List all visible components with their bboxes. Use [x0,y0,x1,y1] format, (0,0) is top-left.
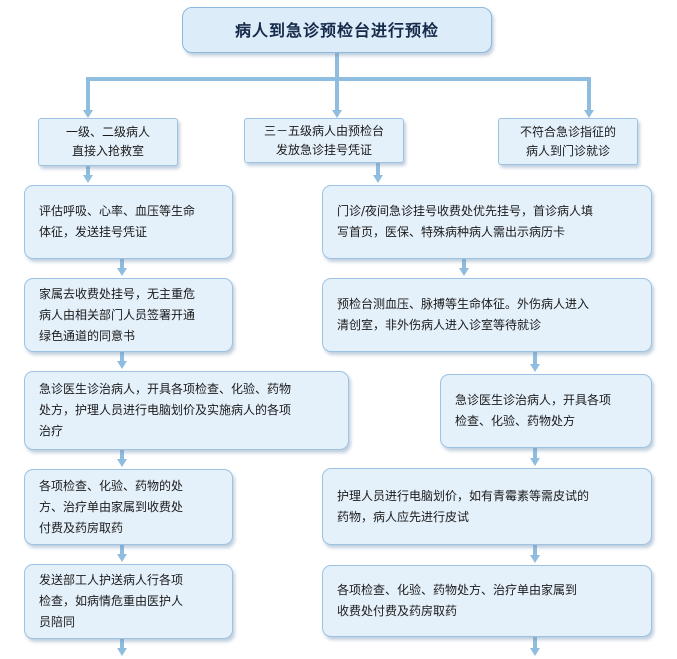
left-step-5: 发送部工人护送病人行各项 检查，如病情危重由医护人 员陪同 [24,564,233,639]
arrow-shaft [533,637,537,648]
connector-title-down [335,53,339,78]
flow-title: 病人到急诊预检台进行预检 [182,7,492,53]
arrow-middle-branch [332,110,342,118]
connector-right-drop [587,77,591,111]
arrow-shaft [376,163,380,175]
arrow-down [459,268,469,276]
arrow-down [117,554,127,562]
arrow-down [117,648,127,656]
left-step-3: 急诊医生诊治病人，开具各项检查、化验、药物 处方，护理人员进行电脑划价及实施病人… [24,371,349,450]
left-step-2: 家属去收费处挂号，无主重危 病人由相关部门人员签署开通 绿色通道的同意书 [24,278,233,352]
right-step-1: 门诊/夜间急诊挂号收费处优先挂号，首诊病人填 写首页，医保、特殊病种病人需出示病… [322,185,652,259]
right-step-2: 预检台测血压、脉搏等生命体征。外伤病人进入 清创室，非外伤病人进入诊室等待就诊 [322,278,652,352]
arrow-shaft [533,545,537,555]
arrow-down [530,458,540,466]
right-step-3: 急诊医生诊治病人，开具各项 检查、化验、药物处方 [440,374,652,448]
right-step-5: 各项检查、化验、药物处方、治疗单由家属到 收费处付费及药房取药 [322,565,652,637]
arrow-down [530,364,540,372]
arrow-down [373,175,383,183]
left-step-1: 评估呼吸、心率、血压等生命 体征，发送挂号凭证 [24,185,233,259]
arrow-down [83,175,93,183]
arrow-shaft [462,259,466,268]
connector-middle-drop [335,77,339,111]
arrow-shaft [120,352,124,361]
right-step-4: 护理人员进行电脑划价，如有青霉素等需皮试的 药物，病人应先进行皮试 [322,468,652,545]
arrow-shaft [120,639,124,648]
arrow-shaft [86,166,90,175]
arrow-shaft [120,259,124,268]
arrow-right-branch [584,110,594,118]
branch-outpatient-referral: 不符合急诊指征的 病人到门诊就诊 [498,118,638,165]
arrow-down [117,459,127,467]
arrow-shaft [120,545,124,554]
arrow-down [530,648,540,656]
arrow-down [117,268,127,276]
arrow-down [117,361,127,369]
arrow-left-branch [83,110,93,118]
left-step-4: 各项检查、化验、药物的处 方、治疗单由家属到收费处 付费及药房取药 [24,469,233,545]
arrow-shaft [533,448,537,458]
branch-triage-patients: 三－五级病人由预检台 发放急诊挂号凭证 [244,118,404,163]
connector-left-drop [86,77,90,111]
arrow-shaft [533,352,537,364]
branch-critical-patients: 一级、二级病人 直接入抢救室 [38,118,178,166]
arrow-down [530,555,540,563]
arrow-shaft [120,450,124,459]
